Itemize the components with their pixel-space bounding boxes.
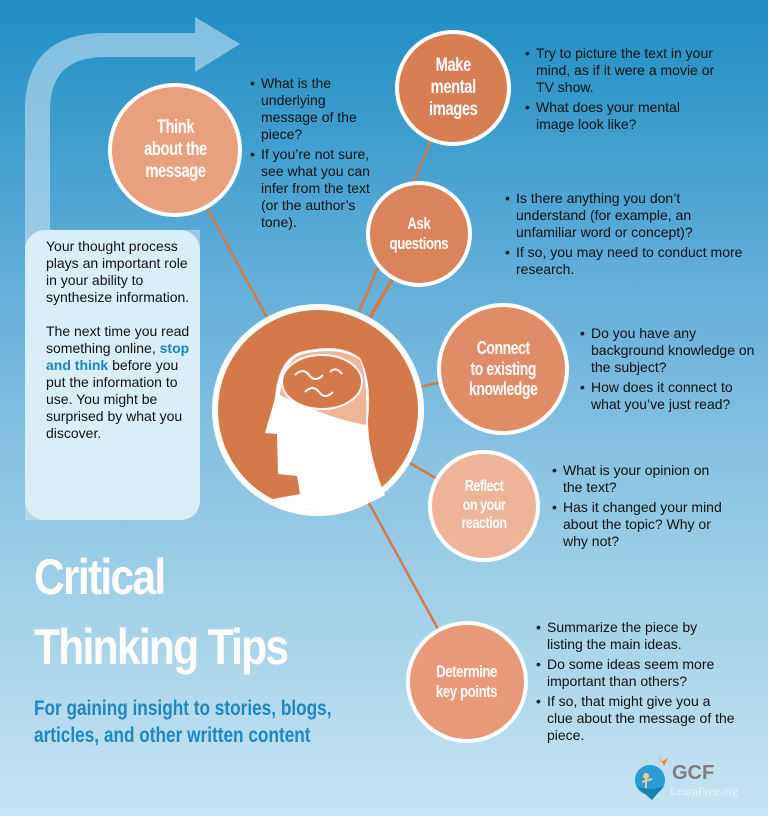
subtitle: For gaining insight to stories, blogs,ar… [34,697,332,747]
tip-bullets-key-points: Summarize the piece by listing the main … [536,619,736,747]
intro-text-a: The next time you read something online, [46,323,190,356]
logo-globe-icon [635,754,668,800]
tip-bullets-mental-images: Try to picture the text in your mind, as… [525,45,715,136]
intro-text: Your thought process plays an important … [46,238,196,442]
logo-brand: GCF [672,762,715,784]
intro-panel [25,230,200,520]
tip-bullets-think: What is the underlying message of the pi… [250,75,370,234]
brain-head-icon [212,304,424,516]
tip-bullets-connect: Do you have any background knowledge on … [580,325,760,416]
title-line-1: Critical [34,549,166,605]
gcf-logo[interactable]: GCF LearnFree.org [630,752,760,802]
intro-text-c: before you put the information to use. Y… [46,357,183,441]
title-line-2: Thinking Tips [34,619,289,675]
tip-bullets-ask-questions: Is there anything you don’t understand (… [505,190,745,281]
logo-site: LearnFree.org [670,784,739,798]
tip-bullets-reflect: What is your opinion on the text?Has it … [552,462,727,553]
intro-paragraph-1: Your thought process plays an important … [46,238,190,305]
intro-paragraph-2: The next time you read something online,… [46,323,196,442]
stop-and-think-highlight: stop and think [46,340,190,373]
